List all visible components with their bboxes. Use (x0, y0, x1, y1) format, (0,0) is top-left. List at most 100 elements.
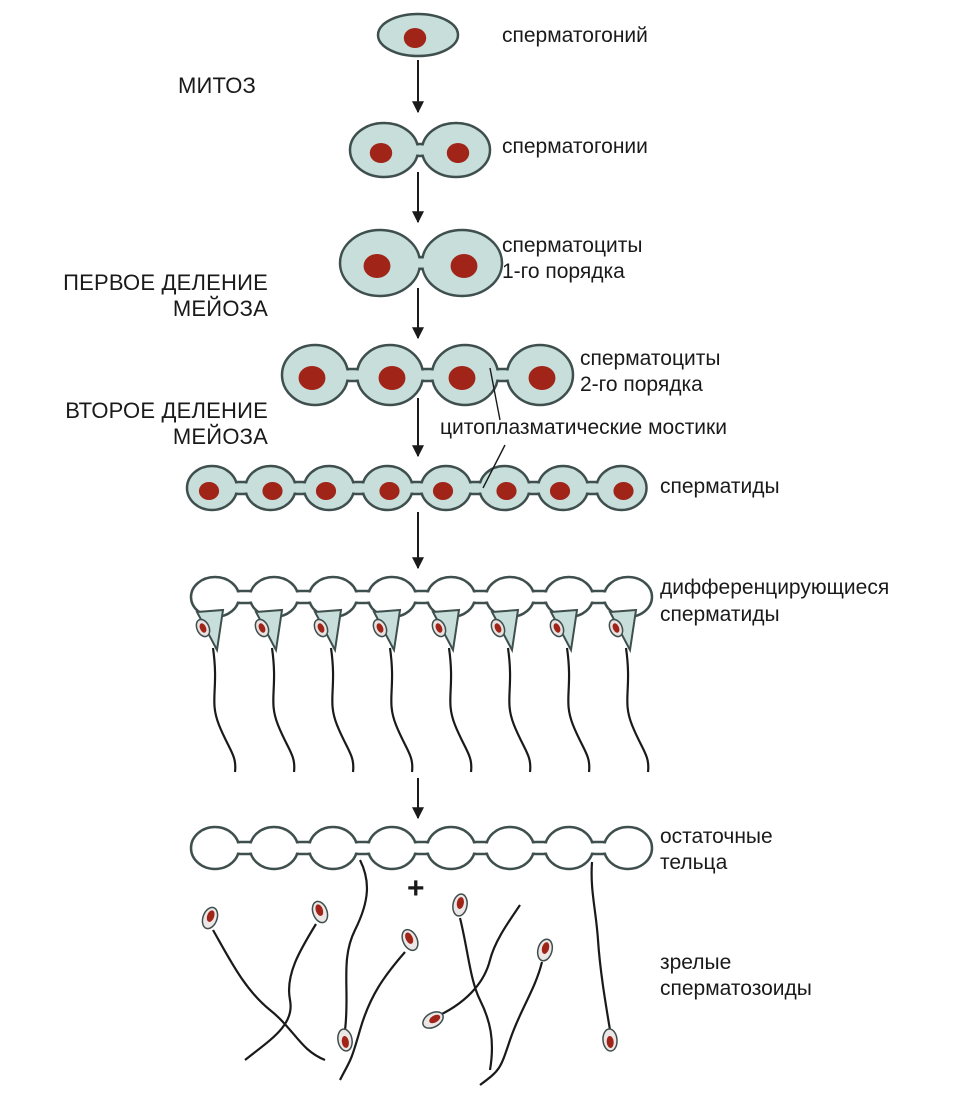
bridge-fill (417, 371, 438, 380)
spermatogonium (378, 14, 458, 56)
sperm-tail (567, 648, 589, 772)
sperm-icon (548, 610, 590, 772)
spermatids (187, 466, 647, 510)
sperm-tail (508, 648, 530, 772)
nucleus (613, 482, 633, 500)
sperm-tail (345, 860, 367, 1030)
sperm-tail (331, 648, 353, 772)
bridge-fill (351, 844, 374, 853)
nucleus (447, 143, 469, 163)
stage-label-meiosis2-line2: МЕЙОЗА (0, 424, 268, 450)
label-spermatocytes1-line1: сперматоциты (502, 232, 642, 259)
cell-icon (250, 827, 298, 869)
sperm-tail (460, 918, 492, 1070)
bridge-fill (292, 844, 315, 853)
bridge-fill (469, 593, 492, 602)
sperm-icon (607, 610, 649, 772)
nucleus (529, 366, 556, 390)
label-spermatogonium: сперматогоний (502, 22, 648, 49)
spermatocytes-1 (340, 230, 502, 296)
bridge-fill (469, 844, 492, 853)
nucleus (451, 254, 478, 278)
label-spermatocytes2-line1: сперматоциты (580, 345, 720, 372)
sperm-tail (245, 924, 316, 1060)
bridge-fill (233, 844, 256, 853)
cell-icon (191, 827, 239, 869)
nucleus (364, 254, 391, 278)
bridge-fill (292, 593, 315, 602)
nucleus (433, 482, 453, 500)
label-residual-line2: тельца (660, 849, 727, 876)
nucleus (550, 482, 570, 500)
nucleus (404, 28, 426, 48)
bridge-fill (231, 484, 252, 493)
label-mature-line1: зрелые (660, 949, 731, 976)
sperm-icon (245, 899, 330, 1060)
bridge-fill (342, 371, 363, 380)
bridge-fill (465, 484, 486, 493)
bridge-fill (290, 484, 311, 493)
sperm-tail (592, 862, 610, 1030)
cell-icon (604, 827, 652, 869)
nucleus (379, 366, 406, 390)
sperm-tail (213, 648, 235, 772)
sperm-tail (626, 648, 648, 772)
spermatogonia (350, 123, 490, 177)
stage-label-meiosis1-line1: ПЕРВОЕ ДЕЛЕНИЕ (0, 270, 268, 296)
sperm-tail (390, 648, 412, 772)
bridge-fill (524, 484, 545, 493)
cell-icon (309, 827, 357, 869)
sperm-tail (272, 648, 294, 772)
bridge-fill (351, 593, 374, 602)
label-residual-line1: остаточные (660, 823, 773, 850)
bridge-fill (407, 484, 428, 493)
bridge-fill (233, 593, 256, 602)
cell-icon (368, 827, 416, 869)
label-mature-line2: сперматозоиды (660, 975, 812, 1002)
bridge-fill (412, 146, 428, 155)
nucleus (316, 482, 336, 500)
sperm-tail (449, 648, 471, 772)
sperm-icon (592, 862, 618, 1052)
bridge-fill (582, 484, 603, 493)
cell-icon (545, 827, 593, 869)
nucleus (299, 366, 326, 390)
bridge-fill (410, 593, 433, 602)
sperm-icon (200, 905, 325, 1060)
sperm-icon (194, 610, 236, 772)
sperm-tail (340, 952, 405, 1080)
nucleus (449, 366, 476, 390)
label-spermatocytes1-line2: 1-го порядка (502, 258, 625, 285)
sperm-icon (340, 927, 421, 1080)
label-cytoplasmic-bridges: цитоплазматические мостики (440, 414, 727, 441)
residual-bodies (191, 827, 652, 869)
bridge-fill (528, 844, 551, 853)
bridge-fill (414, 259, 428, 268)
sperm-icon (371, 610, 413, 772)
spermatocytes-2 (282, 345, 573, 405)
label-spermatids: сперматиды (660, 473, 780, 500)
nucleus (199, 482, 219, 500)
sperm-icon (430, 610, 472, 772)
bridge-fill (528, 593, 551, 602)
label-differentiating-line1: дифференцирующиеся (660, 574, 889, 601)
bridge-fill (410, 844, 433, 853)
bridge-fill (587, 844, 610, 853)
bridge-fill (492, 371, 513, 380)
sperm-icon (489, 610, 531, 772)
bridge-fill (348, 484, 369, 493)
stage-label-mitosis: МИТОЗ (178, 73, 256, 99)
nucleus (496, 482, 516, 500)
cell-icon (427, 827, 475, 869)
sperm-icon (451, 893, 492, 1070)
plus-sign: + (407, 874, 425, 904)
label-spermatocytes2-line2: 2-го порядка (580, 371, 703, 398)
sperm-icon (253, 610, 295, 772)
nucleus (262, 482, 282, 500)
nucleus (370, 143, 392, 163)
bridge-fill (587, 593, 610, 602)
sperm-icon (312, 610, 354, 772)
nucleus (379, 482, 399, 500)
